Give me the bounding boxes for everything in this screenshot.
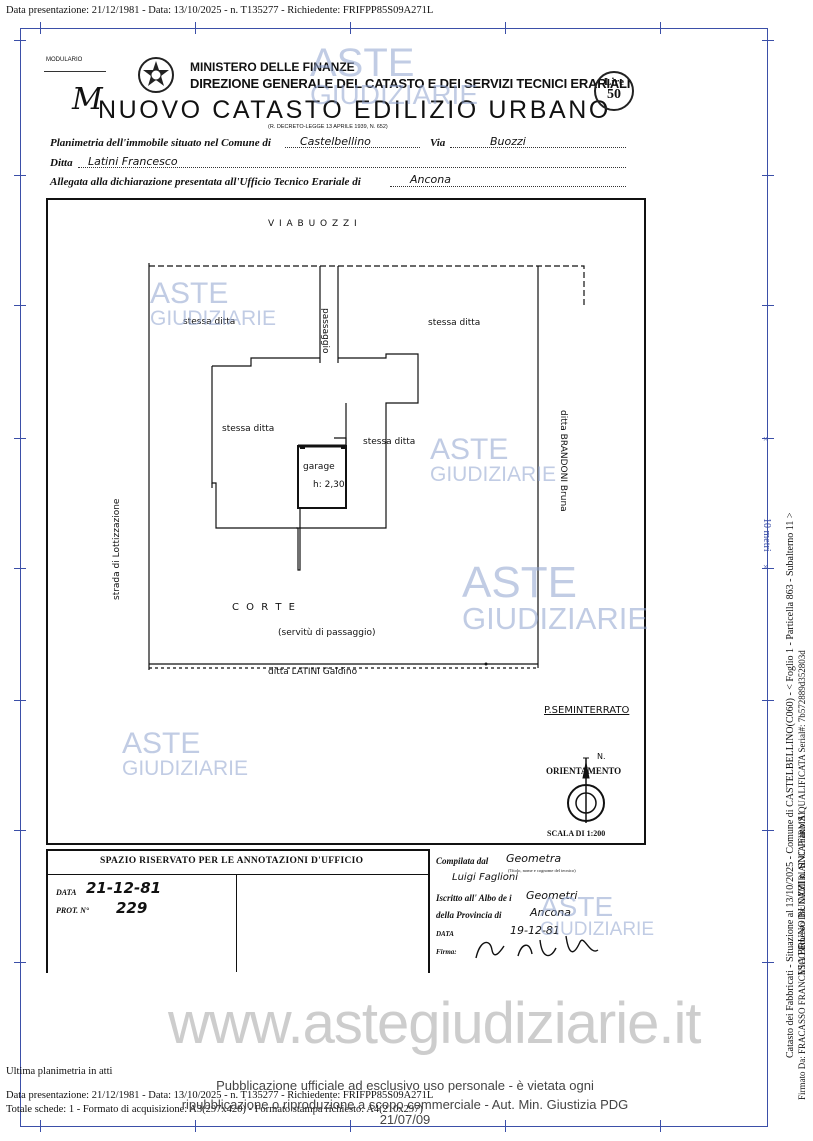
- albo-value: Geometri: [526, 889, 578, 902]
- modulario-label: MODULARIO: [46, 57, 83, 63]
- watermark-e: ASTE GIUDIZIARIE: [540, 891, 655, 940]
- office-data-value: 21-12-81: [86, 879, 162, 897]
- emblem-icon: [138, 57, 174, 93]
- compiler-data-label: DATA: [436, 930, 454, 938]
- planimetria-label: Planimetria dell'immobile situato nel Co…: [50, 137, 271, 149]
- floor-label: P.SEMINTERRATO: [544, 705, 630, 716]
- vertical-signature: Firmato Da: FRACASSO FRANCESCO Emesso Da…: [797, 650, 807, 1100]
- plan-frame: [46, 198, 646, 845]
- label-ditta-3: stessa ditta: [222, 424, 275, 434]
- watermark-c-line2: GIUDIZIARIE: [462, 600, 649, 636]
- watermark-top-line2: GIUDIZIARIE: [310, 79, 479, 110]
- office-box: [46, 849, 430, 973]
- watermark-top-line1: ASTE: [310, 41, 415, 85]
- footer-line-2: Totale schede: 1 - Formato di acquisizio…: [6, 1104, 423, 1115]
- footer-line-1: Data presentazione: 21/12/1981 - Data: 1…: [6, 1090, 434, 1101]
- office-prot-value: 229: [116, 899, 148, 917]
- via-value: Buozzi: [490, 135, 526, 148]
- firma-label: Firma:: [436, 948, 457, 956]
- watermark-b-line1: ASTE: [430, 433, 509, 466]
- floor-plan: [148, 263, 605, 823]
- label-ditta-4: stessa ditta: [363, 437, 416, 447]
- watermark-a-line2: GIUDIZIARIE: [150, 306, 277, 330]
- compiler-role: Geometra: [506, 852, 562, 865]
- watermark-d-line2: GIUDIZIARIE: [122, 756, 249, 780]
- ditta-line: [78, 167, 626, 168]
- label-ditta-bottom: ditta LATINI Galdino: [268, 667, 358, 677]
- office-split: [236, 874, 237, 972]
- watermark-d-line1: ASTE: [122, 727, 201, 760]
- vertical-catasto: Catasto dei Fabbricati - Situazione al 1…: [785, 512, 796, 1058]
- ditta-value: Latini Francesco: [88, 155, 178, 168]
- label-garage: garage: [303, 462, 335, 472]
- form-title: NUOVO CATASTO EDILIZIO URBANO: [98, 96, 611, 124]
- watermark-a-line1: ASTE: [150, 277, 229, 310]
- compiler-name: Luigi Faglioni: [452, 872, 519, 883]
- compilata-label: Compilata dal: [436, 856, 489, 866]
- scale-cross-bottom: ×: [763, 562, 769, 572]
- comune-line: [285, 147, 420, 148]
- label-passaggio: passaggio: [320, 308, 330, 354]
- watermark-c-line1: ASTE: [462, 558, 577, 607]
- street-top: V I A B U O Z Z I: [268, 219, 358, 229]
- corner-mark: M: [72, 82, 103, 117]
- orientamento-label: ORIENTAMENTO: [546, 766, 622, 776]
- lire-stamp: Lire 50: [594, 71, 634, 111]
- via-label: Via: [430, 137, 446, 149]
- watermark-site: www.astegiudiziarie.it: [168, 991, 701, 1056]
- north-label: N.: [597, 752, 606, 761]
- law-reference: (R. DECRETO-LEGGE 13 APRILE 1939, N. 652…: [268, 124, 388, 130]
- notice-line-2: ripubblicazione o riproduzione a scopo c…: [181, 1097, 629, 1127]
- label-ditta-2: stessa ditta: [428, 318, 481, 328]
- watermark-a: ASTE GIUDIZIARIE: [150, 277, 277, 330]
- watermark-c: ASTE GIUDIZIARIE: [462, 558, 649, 636]
- scale-cross-top: ×: [763, 434, 769, 444]
- label-ditta-1: stessa ditta: [183, 317, 236, 327]
- ultima-planimetria: Ultima planimetria in atti: [6, 1066, 113, 1077]
- ufficio-line: [390, 186, 626, 187]
- comune-value: Castelbellino: [300, 135, 371, 148]
- label-garage-height: h: 2,30: [313, 480, 345, 490]
- office-data-label: DATA: [56, 888, 77, 897]
- ufficio-value: Ancona: [410, 173, 451, 186]
- label-servitu: (servitù di passaggio): [278, 628, 376, 638]
- ditta-label: Ditta: [50, 157, 73, 169]
- watermark-top: ASTE GIUDIZIARIE: [310, 41, 479, 110]
- notice-line-1: Pubblicazione ufficiale ad esclusivo uso…: [216, 1078, 594, 1093]
- watermark-e-line1: ASTE: [540, 891, 614, 922]
- provincia-value: Ancona: [530, 906, 571, 919]
- office-divider: [46, 874, 428, 875]
- ministry-label: MINISTERO DELLE FINANZE: [190, 60, 355, 74]
- provincia-label: della Provincia di: [436, 910, 502, 920]
- signature-mark: [475, 935, 599, 959]
- watermark-b-line2: GIUDIZIARIE: [430, 462, 557, 486]
- scale-bar-label: 10 metri: [761, 518, 772, 552]
- office-prot-label: PROT. N°: [56, 906, 90, 915]
- directorate-label: DIREZIONE GENERALE DEL CATASTO E DEI SER…: [190, 76, 631, 91]
- watermark-d: ASTE GIUDIZIARIE: [122, 727, 249, 780]
- watermark-e-line2: GIUDIZIARIE: [540, 918, 655, 940]
- via-line: [450, 147, 626, 148]
- office-heading: SPAZIO RISERVATO PER LE ANNOTAZIONI D'UF…: [100, 856, 364, 866]
- watermark-b: ASTE GIUDIZIARIE: [430, 433, 557, 486]
- allegata-label: Allegata alla dichiarazione presentata a…: [50, 176, 361, 188]
- iscritto-label: Iscritto all' Albo de i: [436, 893, 512, 903]
- label-strada: strada di Lottizzazione: [112, 498, 122, 600]
- scala-label: SCALA DI 1:200: [547, 829, 606, 838]
- compiler-data-value: 19-12-81: [510, 924, 560, 937]
- lire-label: Lire: [604, 76, 624, 88]
- label-corte: C O R T E: [232, 602, 297, 613]
- header-line: Data presentazione: 21/12/1981 - Data: 1…: [6, 5, 434, 16]
- modulario-box: [44, 63, 106, 72]
- label-ditta-right: ditta BRANDONI Bruna: [558, 410, 568, 512]
- compiler-note: (Titolo, nome e cognome del tecnico): [508, 868, 576, 873]
- lire-value: 50: [607, 87, 621, 102]
